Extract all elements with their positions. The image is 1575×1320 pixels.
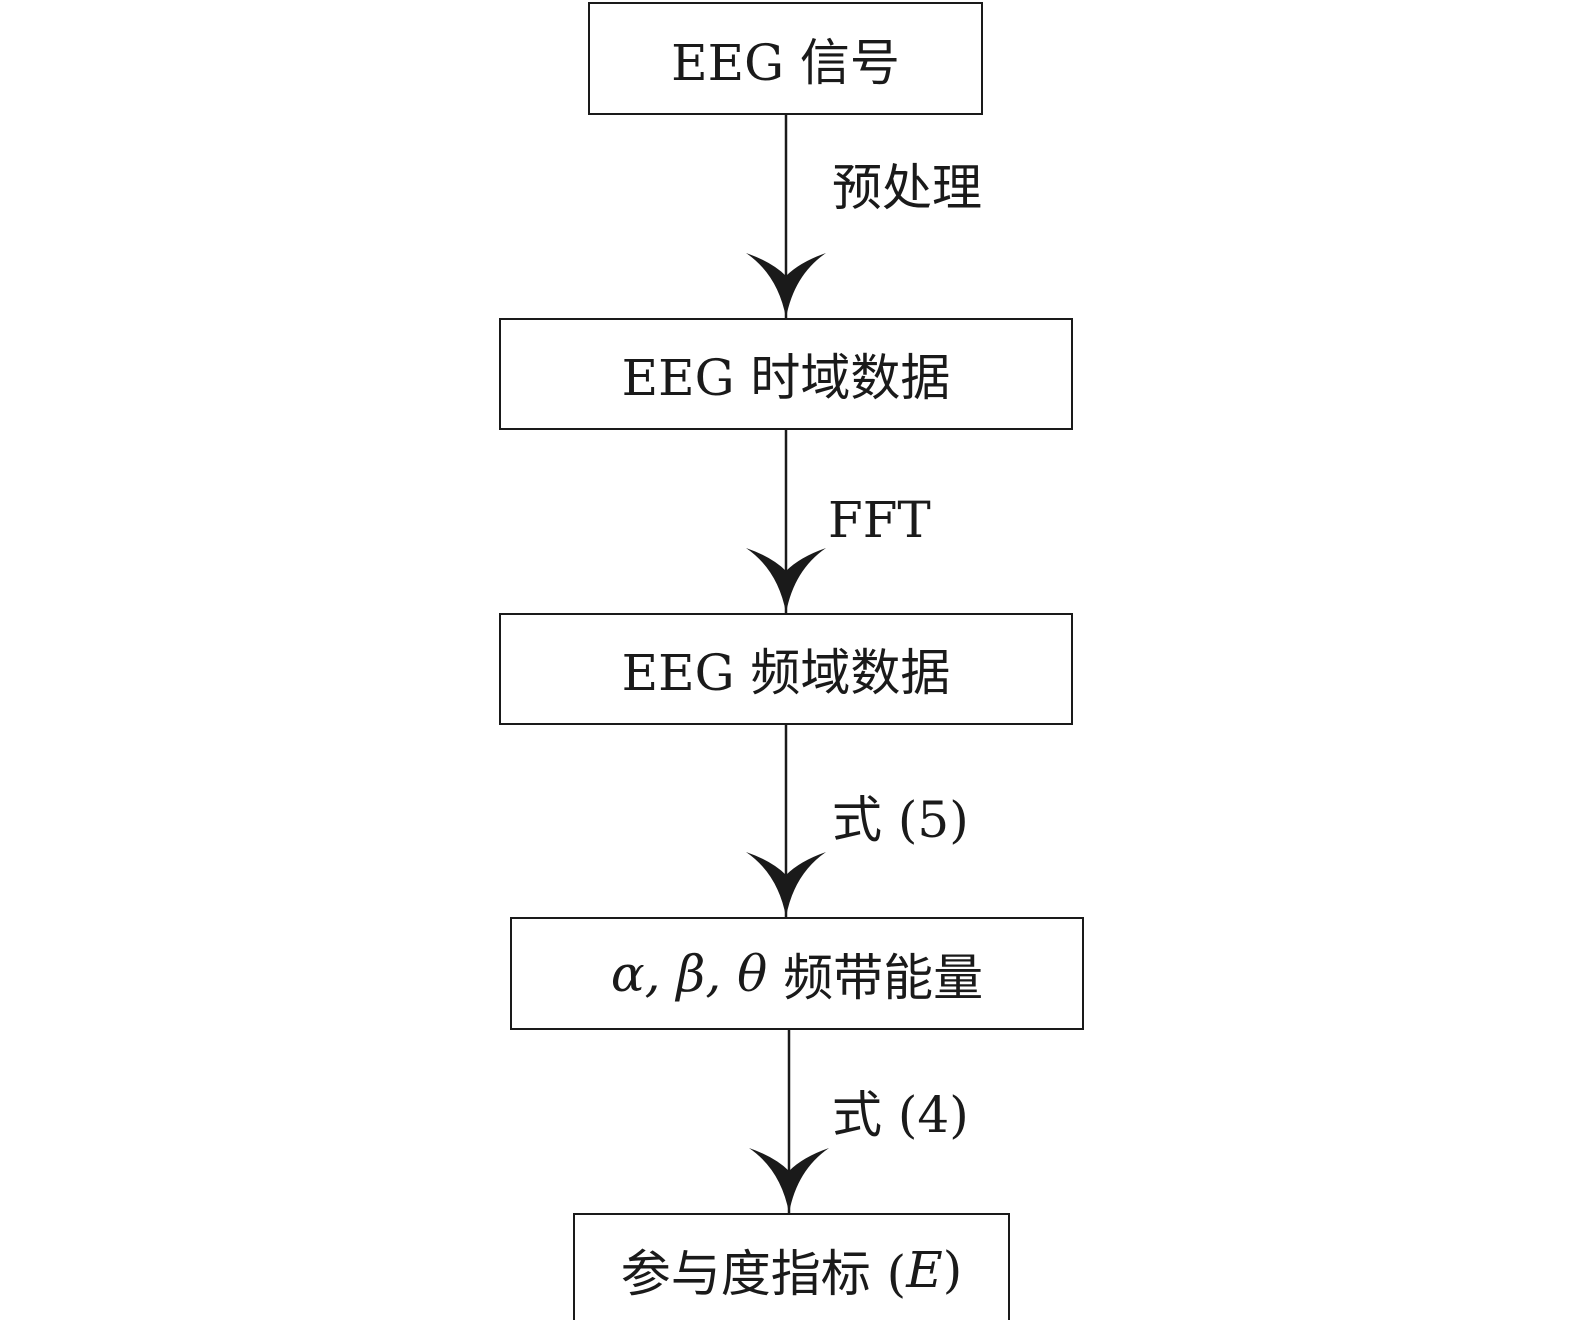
node-band-energy: α, β, θ 频带能量: [510, 917, 1084, 1030]
node-eeg-freq-domain-label: EEG 频域数据: [621, 644, 951, 702]
node-engagement-index-symbol: E: [906, 1240, 943, 1299]
arrowhead-fft: [746, 548, 826, 613]
node-eeg-freq-domain: EEG 频域数据: [499, 613, 1073, 725]
arrowhead-preprocess: [746, 253, 826, 318]
node-eeg-time-domain: EEG 时域数据: [499, 318, 1073, 430]
node-band-energy-symbols: α, β, θ: [610, 944, 768, 1003]
edge-label-preprocess: 预处理: [832, 159, 982, 217]
edge-label-fft: FFT: [828, 491, 931, 549]
node-engagement-index-label: 参与度指标 (: [620, 1244, 907, 1303]
node-engagement-index-label-end: ): [942, 1240, 963, 1299]
node-eeg-time-domain-label: EEG 时域数据: [621, 349, 951, 407]
arrowhead-eq4: [749, 1148, 829, 1213]
arrowhead-eq5: [746, 852, 826, 917]
node-band-energy-label: 频带能量: [767, 948, 984, 1007]
node-engagement-index: 参与度指标 (E): [573, 1213, 1010, 1320]
node-eeg-signal: EEG 信号: [588, 2, 983, 115]
edge-label-eq5: 式 (5): [832, 791, 969, 849]
edge-label-eq4: 式 (4): [832, 1086, 969, 1144]
node-eeg-signal-label: EEG 信号: [671, 33, 900, 92]
